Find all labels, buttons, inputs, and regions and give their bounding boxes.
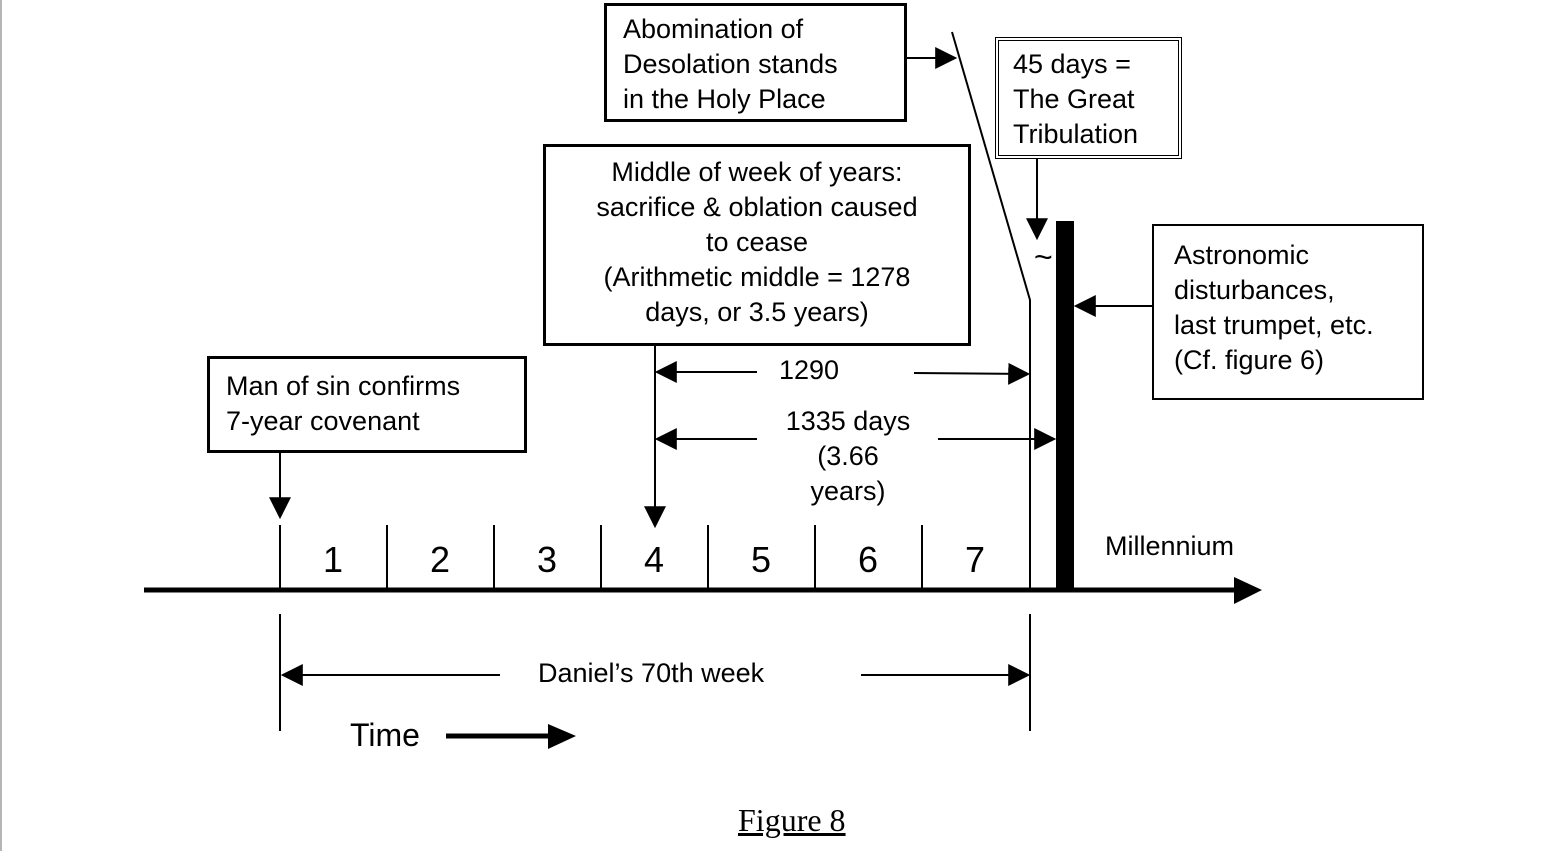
tribulation-line: Tribulation: [1013, 119, 1139, 149]
astronomic-line: (Cf. figure 6): [1174, 345, 1325, 375]
middle-line: (Arithmetic middle = 1278: [603, 262, 911, 292]
daniel-70th-week-label: Daniel’s 70th week: [538, 658, 765, 688]
tribulation-line: 45 days =: [1013, 49, 1131, 79]
span-1290-right-arrow: [913, 362, 1031, 385]
astronomic-box: Astronomic disturbances, last trumpet, e…: [1152, 224, 1424, 400]
span-1335-line: years): [810, 476, 886, 506]
middle-line: sacrifice & oblation caused: [596, 192, 918, 222]
year-ticks: [279, 525, 923, 588]
page-left-edge: [0, 0, 2, 851]
middle-line: Middle of week of years:: [611, 157, 903, 187]
middle-of-week-box: Middle of week of years: sacrifice & obl…: [543, 144, 971, 346]
covenant-line: 7-year covenant: [226, 406, 420, 436]
year-label: 2: [429, 539, 451, 580]
year-label: 1: [322, 539, 344, 580]
time-arrowhead: [548, 724, 576, 749]
middle-line: days, or 3.5 years): [645, 297, 869, 327]
span-1335-line: 1335 days: [785, 406, 911, 436]
span-1290-label: 1290: [779, 355, 840, 385]
covenant-line: Man of sin confirms: [226, 371, 461, 401]
tilde-mark: ~: [1034, 239, 1053, 275]
abomination-box: Abomination of Desolation stands in the …: [604, 3, 907, 122]
span-1335-label: 1335 days (3.66 years): [760, 404, 936, 509]
millennium-label: Millennium: [1105, 531, 1235, 561]
astronomic-line: last trumpet, etc.: [1174, 310, 1374, 340]
great-tribulation-box: 45 days = The Great Tribulation: [995, 37, 1182, 159]
tribulation-end-bar: [1056, 221, 1074, 589]
year-label: 4: [643, 539, 665, 580]
year-label: 7: [964, 539, 986, 580]
tribulation-line: The Great: [1013, 84, 1135, 114]
covenant-box: Man of sin confirms 7-year covenant: [207, 356, 527, 453]
year-label: 3: [536, 539, 558, 580]
figure-caption: Figure 8: [738, 802, 846, 838]
span-1335-line: (3.66: [817, 441, 879, 471]
year-label: 5: [750, 539, 772, 580]
time-label: Time: [350, 717, 420, 753]
abomination-line: Abomination of: [623, 14, 804, 44]
astronomic-line: Astronomic: [1174, 240, 1310, 270]
year-label: 6: [857, 539, 879, 580]
abomination-line: Desolation stands: [623, 49, 838, 79]
abomination-slant-line: [951, 31, 1031, 590]
middle-line: to cease: [705, 227, 809, 257]
astronomic-line: disturbances,: [1174, 275, 1335, 305]
abomination-line: in the Holy Place: [623, 84, 826, 114]
time-axis-arrowhead: [1234, 577, 1262, 604]
